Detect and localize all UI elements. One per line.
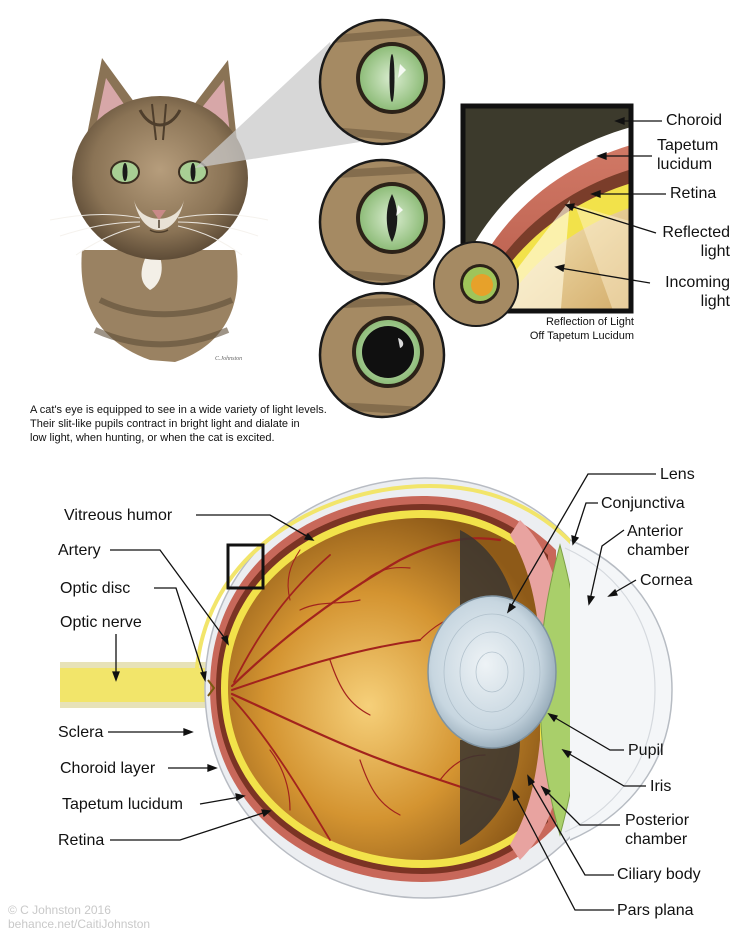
- anterior-chamber: [564, 547, 656, 833]
- label-incoming-line2: light: [700, 293, 730, 310]
- label-retina: Retina: [58, 832, 105, 849]
- credit-url: behance.net/CaitiJohnston: [8, 917, 151, 931]
- right-leaders: [506, 473, 656, 911]
- label-choroid: Choroid: [666, 112, 723, 129]
- label-reflected-line1: Reflected: [662, 224, 730, 241]
- optic-nerve: [60, 668, 210, 702]
- optic-disc: [207, 679, 216, 697]
- label-vitreous-humor: Vitreous humor: [64, 507, 173, 524]
- cat-chest: [81, 250, 238, 362]
- cat-caption-line3: low light, when hunting, or when the cat…: [30, 432, 275, 444]
- credit-copyright: © C Johnston 2016: [8, 903, 111, 917]
- cat-bib: [141, 252, 162, 290]
- label-optic-nerve: Optic nerve: [60, 614, 142, 631]
- label-cornea: Cornea: [640, 572, 693, 589]
- label-artery: Artery: [58, 542, 101, 559]
- label-tapetum-lucidum: Tapetum lucidum: [62, 796, 183, 813]
- cat-nose: [152, 210, 166, 220]
- label-tapetum-line1: Tapetum: [657, 137, 719, 154]
- signature: C.Johnston: [215, 356, 242, 362]
- label-posterior-line1: Posterior: [625, 812, 690, 829]
- label-anterior-line2: chamber: [627, 542, 690, 559]
- cat-illustration: [49, 58, 269, 362]
- cat-head: [72, 96, 248, 260]
- label-conjunctiva: Conjunctiva: [601, 495, 685, 512]
- label-choroid-layer: Choroid layer: [60, 760, 156, 777]
- inset-leaders: [554, 117, 666, 284]
- cat-whiskers: [49, 213, 269, 256]
- label-ciliary-body: Ciliary body: [617, 866, 701, 883]
- label-retina-top: Retina: [670, 185, 717, 202]
- eye-closeup-medium: [318, 158, 446, 286]
- inset-caption-line2: Off Tapetum Lucidum: [529, 330, 634, 342]
- label-reflected-line2: light: [700, 243, 730, 260]
- callout-cone: [195, 42, 360, 168]
- lens: [427, 595, 557, 749]
- ciliary-lower: [460, 740, 520, 845]
- cat-caption-line2: Their slit-like pupils contract in brigh…: [30, 418, 300, 430]
- left-leaders: [108, 514, 315, 841]
- inset-marker: [226, 543, 265, 590]
- label-lens: Lens: [660, 466, 695, 483]
- label-posterior-line2: chamber: [625, 831, 688, 848]
- cat-caption-line1: A cat's eye is equipped to see in a wide…: [30, 404, 327, 416]
- label-optic-disc: Optic disc: [60, 580, 131, 597]
- label-tapetum-line2: lucidum: [657, 156, 713, 173]
- label-anterior-line1: Anterior: [627, 523, 684, 540]
- tapetum-inset: [433, 103, 634, 327]
- label-sclera: Sclera: [58, 724, 104, 741]
- incoming-light-beam: [575, 205, 631, 311]
- label-iris: Iris: [650, 778, 672, 795]
- label-pars-plana: Pars plana: [617, 902, 694, 919]
- cornea: [569, 539, 673, 841]
- eye-closeup-dilated: [318, 291, 446, 419]
- inset-caption-line1: Reflection of Light: [545, 316, 634, 328]
- eye-closeup-bright: [318, 18, 446, 146]
- label-pupil: Pupil: [628, 742, 664, 759]
- label-incoming-line1: Incoming: [665, 274, 730, 291]
- eye-cross-section: [60, 477, 673, 899]
